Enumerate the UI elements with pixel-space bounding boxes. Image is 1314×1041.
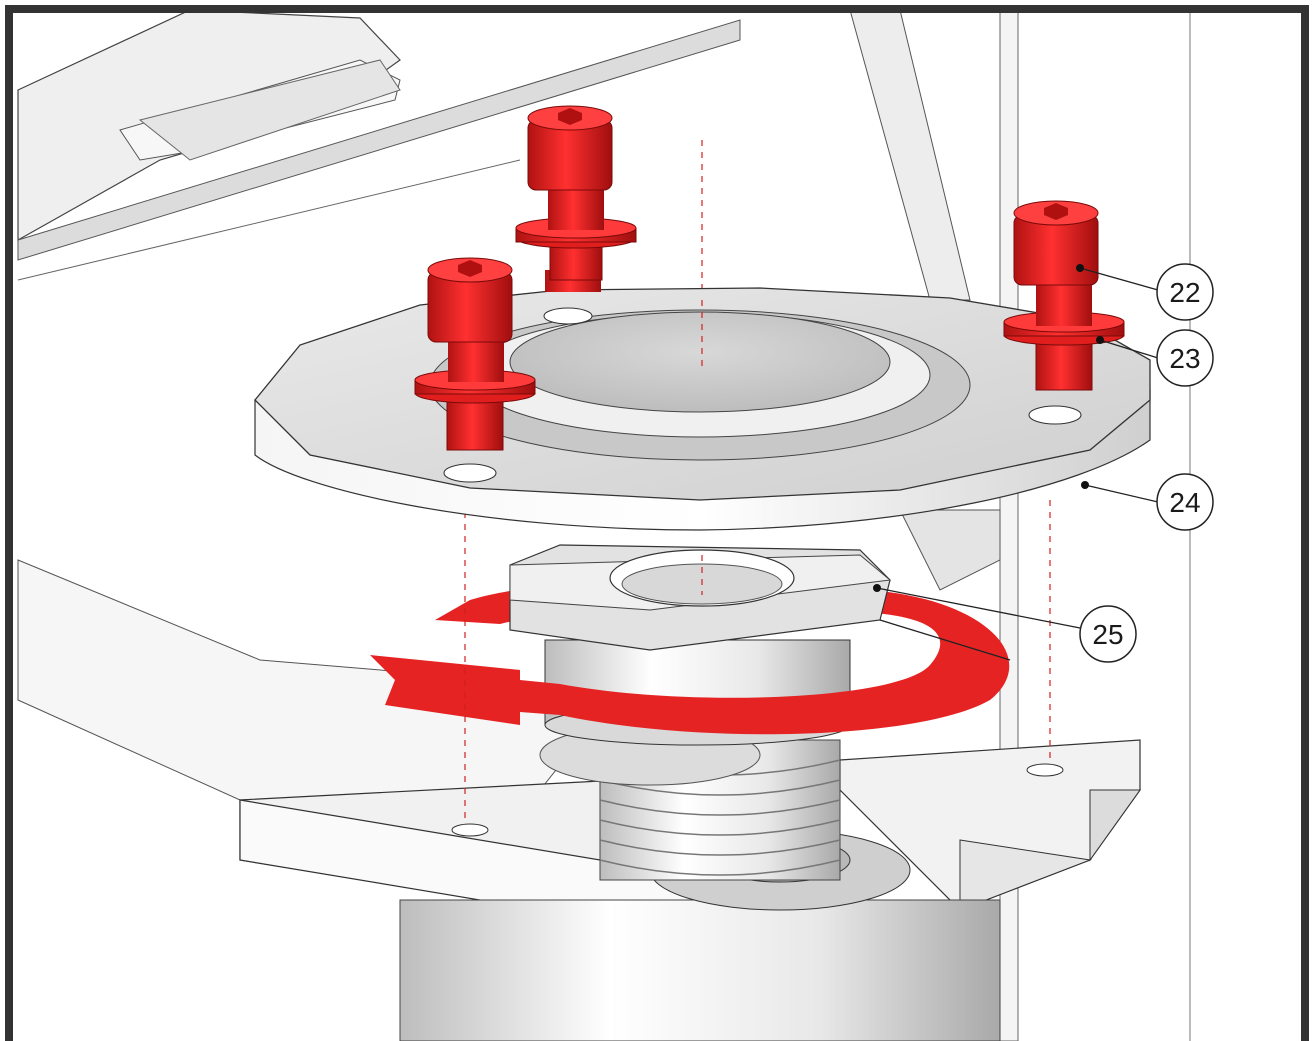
callout-24-label: 24 [1169,487,1200,518]
callout-23-label: 23 [1169,343,1200,374]
callout-24: 24 [1156,473,1214,531]
socket-head-bolt-rear [515,105,637,292]
rotation-arrow [370,590,1010,735]
callout-25-label: 25 [1092,619,1123,650]
callout-25: 25 [1079,605,1137,663]
socket-head-bolt-front-left [414,257,536,451]
assembly-guide-lines [464,140,1051,820]
callout-23: 23 [1156,329,1214,387]
upper-bracket [17,9,741,281]
frame-border [5,5,1309,1041]
leader-lines [876,267,1159,661]
callout-22: 22 [1156,263,1214,321]
hex-nut [509,544,892,651]
callout-22-label: 22 [1169,277,1200,308]
leader-dots [873,264,1104,592]
